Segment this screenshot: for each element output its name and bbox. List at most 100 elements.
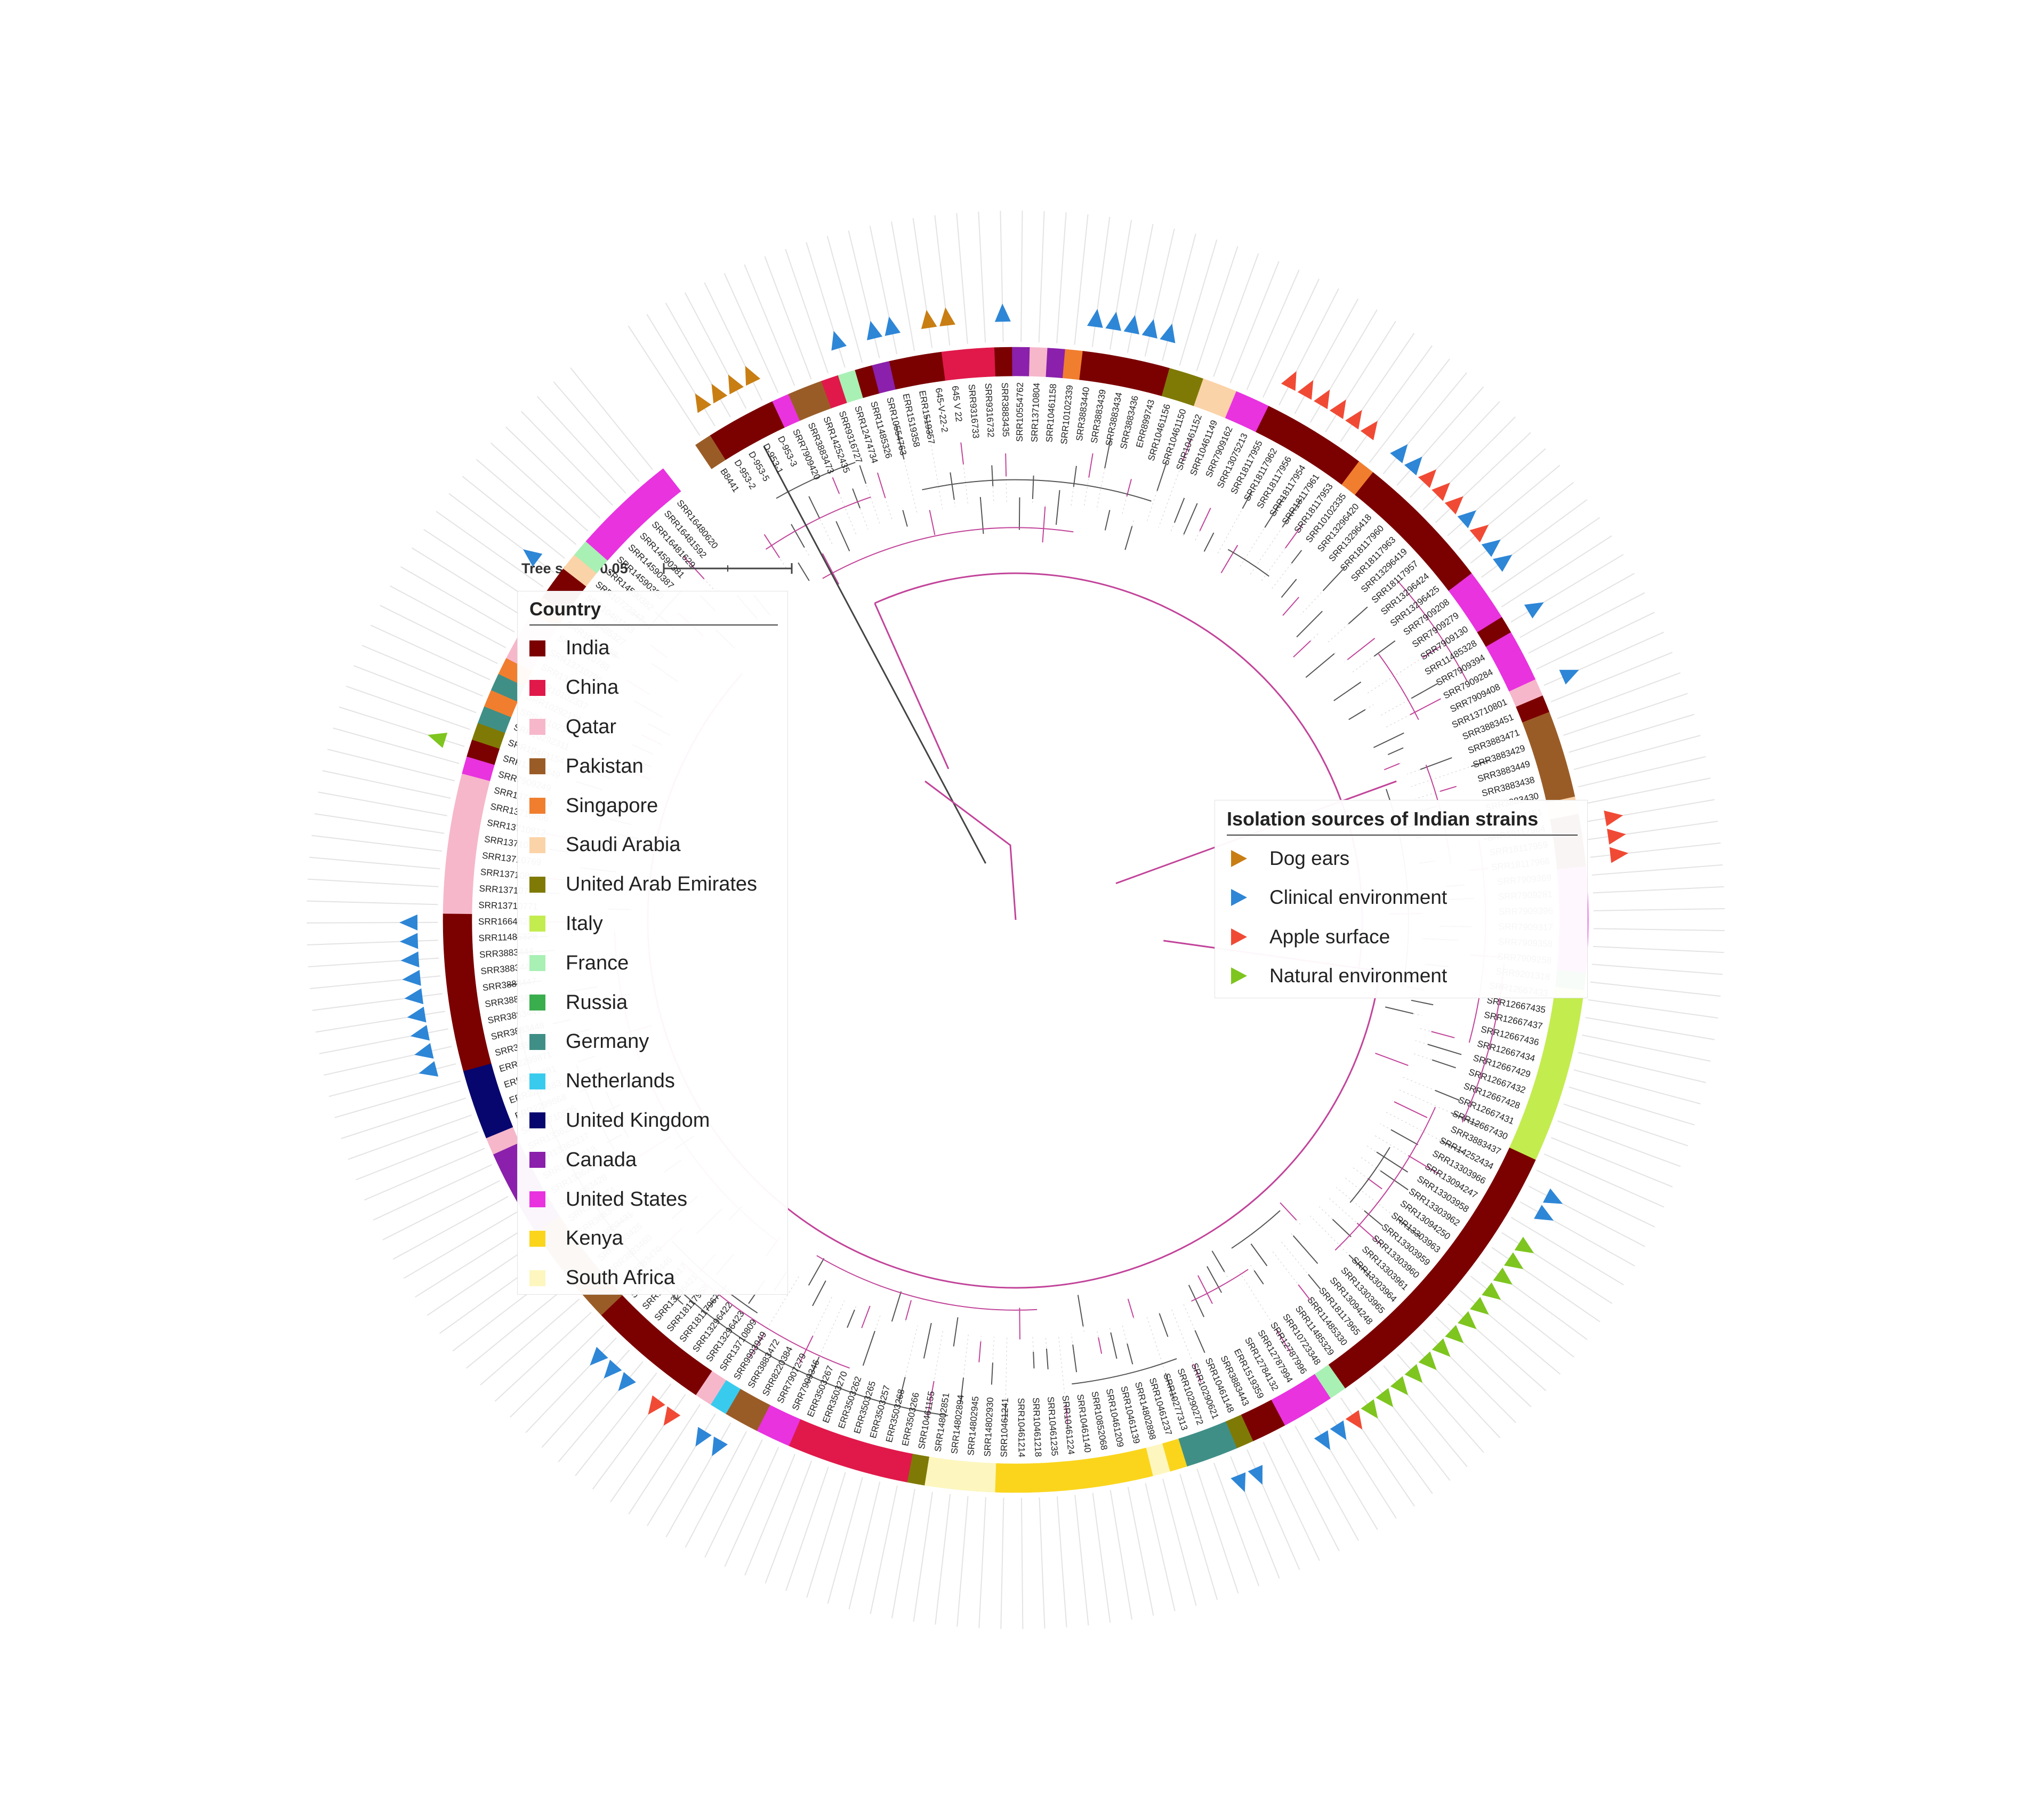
terminal-branch	[1065, 1405, 1068, 1424]
guide-line	[328, 1063, 456, 1097]
terminal-branch	[1427, 1044, 1462, 1055]
guide-line	[1145, 1483, 1176, 1611]
tip-connector	[1121, 1324, 1133, 1365]
source-marker	[399, 914, 418, 931]
source-marker	[1609, 847, 1629, 863]
terminal-branch	[1156, 462, 1167, 491]
guide-line	[1000, 211, 1004, 342]
terminal-branch	[1042, 507, 1046, 543]
country-legend-item: France	[529, 943, 778, 983]
source-marker	[1559, 670, 1579, 685]
guide-line	[1000, 1497, 1004, 1629]
tip-connector	[991, 1336, 995, 1385]
terminal-branch	[877, 472, 886, 499]
color-swatch	[529, 640, 545, 656]
source-marker	[1361, 1399, 1378, 1419]
country-ring-segment	[444, 947, 474, 967]
guide-line	[525, 1337, 617, 1433]
tip-connector	[852, 488, 869, 530]
guide-line	[744, 1454, 796, 1576]
tip-connector	[1281, 1241, 1321, 1290]
internal-arc	[1191, 1269, 1249, 1302]
guide-line	[370, 624, 491, 680]
source-marker	[1481, 539, 1501, 557]
guide-line	[1536, 612, 1655, 670]
guide-line	[1588, 999, 1718, 1019]
guide-line	[310, 975, 441, 989]
source-marker	[1345, 1410, 1363, 1430]
country-ring-segment	[1029, 1463, 1048, 1493]
source-marker	[404, 988, 424, 1005]
terminal-branch	[1104, 510, 1111, 531]
isolation-source-legend: Isolation sources of Indian strains Dog …	[1215, 800, 1588, 998]
country-ring-segment	[443, 930, 473, 949]
guide-line	[1543, 1153, 1665, 1208]
source-marker	[1105, 311, 1121, 331]
guide-line	[1470, 1276, 1574, 1358]
terminal-branch	[1367, 1178, 1382, 1190]
country-ring-segment	[1029, 347, 1048, 377]
terminal-branch	[1298, 1284, 1311, 1301]
guide-line	[1593, 945, 1724, 953]
terminal-branch	[1408, 1155, 1439, 1175]
source-marker	[1469, 524, 1489, 543]
guide-line	[848, 1481, 881, 1609]
root-branch	[763, 446, 986, 864]
guide-line	[403, 1211, 518, 1279]
strain-label: SRR9316732	[983, 383, 996, 438]
terminal-branch	[1347, 638, 1376, 660]
guide-line	[1557, 1120, 1681, 1167]
terminal-branch	[1348, 1254, 1372, 1278]
terminal-branch	[798, 562, 810, 581]
terminal-branch	[1411, 999, 1434, 1006]
guide-line	[361, 645, 483, 697]
terminal-branch	[835, 521, 850, 551]
guide-line	[521, 411, 614, 506]
color-swatch	[529, 1152, 545, 1168]
guide-line	[1369, 358, 1450, 463]
guide-line	[1213, 253, 1259, 377]
terminal-branch	[807, 1356, 820, 1384]
terminal-branch	[1435, 1089, 1460, 1101]
country-ring-segment	[994, 1463, 1013, 1493]
source-marker	[1404, 1364, 1423, 1383]
tip-connector	[1379, 683, 1438, 717]
terminal-branch	[1348, 709, 1366, 720]
terminal-branch	[859, 465, 867, 484]
guide-line	[1039, 1497, 1046, 1629]
internal-arc	[676, 1287, 948, 1416]
terminal-branch	[1441, 1140, 1464, 1153]
internal-arc	[1396, 579, 1468, 682]
terminal-branch	[929, 510, 936, 535]
strain-label: SRR9316733	[967, 384, 981, 439]
guide-line	[382, 1180, 501, 1240]
country-ring-segment	[959, 1461, 979, 1492]
terminal-branch	[1431, 1031, 1455, 1039]
country-legend-item: South Africa	[529, 1258, 778, 1298]
guide-line	[1528, 592, 1645, 654]
internal-arc	[1349, 1146, 1390, 1203]
guide-line	[978, 1497, 986, 1629]
source-marker	[1607, 829, 1626, 845]
guide-line	[1491, 1247, 1601, 1322]
guide-line	[806, 1472, 846, 1598]
guide-line	[308, 957, 439, 967]
terminal-branch	[861, 1305, 871, 1328]
source-marker	[1542, 1188, 1563, 1204]
source-marker	[1534, 1205, 1554, 1221]
country-name: India	[566, 637, 610, 660]
guide-line	[1447, 1303, 1547, 1391]
terminal-branch	[791, 524, 805, 548]
triangle-marker-icon	[1231, 967, 1247, 985]
guide-line	[610, 1394, 686, 1503]
country-name: United Kingdom	[566, 1109, 710, 1132]
color-swatch	[529, 876, 545, 893]
terminal-branch	[1127, 1343, 1133, 1365]
source-marker	[1314, 389, 1330, 410]
country-legend-item: China	[529, 668, 778, 708]
source-marker	[994, 303, 1011, 322]
country-legend-item: Singapore	[529, 786, 778, 825]
strain-label: SRR13710804	[1030, 382, 1042, 442]
